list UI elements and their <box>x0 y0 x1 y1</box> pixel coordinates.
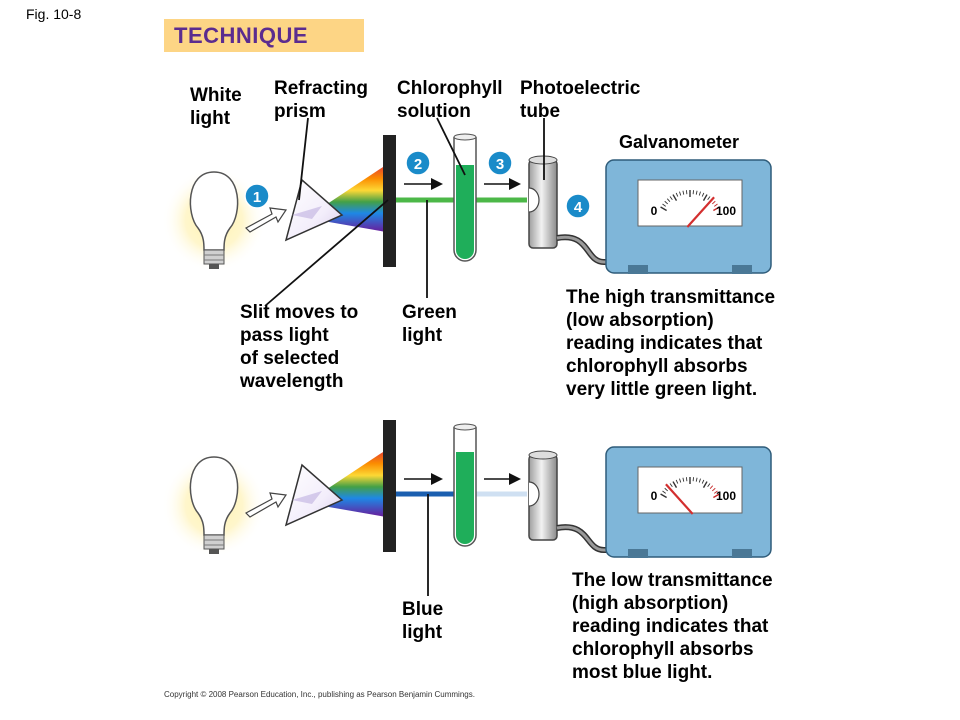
meter-tick <box>666 198 671 203</box>
step-marker-1: 1 <box>244 183 270 209</box>
meter-min-label: 0 <box>651 204 658 218</box>
galvanometer-label: Galvanometer <box>619 132 740 152</box>
photoelectric-tube <box>528 450 558 541</box>
meter-tick <box>702 481 708 488</box>
test-tube <box>453 133 477 262</box>
meter-tick <box>698 478 701 483</box>
bottom-apparatus: 0 100 <box>162 420 772 558</box>
svg-text:1: 1 <box>253 189 261 206</box>
cable <box>556 234 612 265</box>
meter-tick <box>669 483 673 487</box>
meter-tick <box>675 192 679 197</box>
meter-tick <box>711 487 716 492</box>
copyright-notice: Copyright © 2008 Pearson Education, Inc.… <box>164 690 475 699</box>
meter-tick <box>672 194 678 201</box>
light-bulb-icon <box>189 171 239 269</box>
meter-needle <box>686 196 715 228</box>
meter-tick <box>714 490 718 494</box>
meter-tick <box>707 196 711 200</box>
meter-tick <box>709 485 714 490</box>
meter-tick <box>698 191 701 196</box>
meter-tick <box>702 194 708 201</box>
meter-tick <box>660 206 667 212</box>
meter-tick <box>707 483 711 487</box>
white-light-arrow <box>245 207 288 233</box>
meter-tick <box>664 487 669 492</box>
test-tube <box>453 423 477 547</box>
meter-max-label: 100 <box>716 489 736 503</box>
meter-tick <box>682 477 685 482</box>
svg-text:3: 3 <box>496 156 504 173</box>
meter-tick <box>669 196 673 200</box>
blue-light-label: Blue light <box>402 599 444 643</box>
meter-tick <box>695 477 698 482</box>
meter-tick <box>675 479 679 484</box>
meter-needle <box>665 483 694 515</box>
cable <box>556 524 612 553</box>
meter-tick <box>701 192 705 197</box>
meter-tick <box>713 206 720 212</box>
meter-tick <box>695 190 698 195</box>
slit-barrier <box>383 420 396 552</box>
white-light-arrow <box>245 492 288 518</box>
step-marker-4: 4 <box>565 193 591 219</box>
photoelectric-tube-label: Photoelectric tube <box>520 78 641 122</box>
slit-barrier <box>383 135 396 267</box>
meter-tick <box>682 190 685 195</box>
svg-text:2: 2 <box>414 156 422 173</box>
meter-tick <box>679 191 682 196</box>
low-transmittance-caption: The low transmittance (high absorption) … <box>572 570 773 683</box>
step-marker-3: 3 <box>487 150 513 176</box>
step-marker-2: 2 <box>405 150 431 176</box>
slit-label: Slit moves to pass light of selected wav… <box>240 302 359 392</box>
chlorophyll-solution-label: Chlorophyll solution <box>397 78 503 122</box>
technique-banner: TECHNIQUE <box>164 19 364 52</box>
photoelectric-tube <box>528 155 558 249</box>
meter-tick <box>701 479 705 484</box>
meter-tick <box>664 200 669 205</box>
galvanometer: 0 100 <box>605 446 772 558</box>
meter-tick <box>672 481 678 488</box>
leader-lines-top <box>264 117 545 307</box>
meter-tick <box>711 200 716 205</box>
meter-tick <box>662 203 666 207</box>
galvanometer: 0 100 <box>605 159 772 274</box>
refracting-prism-label: Refracting prism <box>274 78 368 122</box>
figure-label: Fig. 10-8 <box>26 6 82 22</box>
meter-tick <box>714 203 718 207</box>
meter-tick <box>713 493 720 499</box>
green-light-label: Green light <box>402 302 457 346</box>
technique-title: TECHNIQUE <box>174 23 309 48</box>
svg-text:4: 4 <box>574 199 583 216</box>
meter-tick <box>679 478 682 483</box>
meter-tick <box>660 493 667 499</box>
meter-tick <box>662 490 666 494</box>
high-transmittance-caption: The high transmittance (low absorption) … <box>566 287 776 400</box>
white-light-label: White light <box>190 85 242 129</box>
top-apparatus: 0 100 <box>162 133 772 274</box>
meter-max-label: 100 <box>716 204 736 218</box>
light-bulb-icon <box>189 456 239 554</box>
meter-min-label: 0 <box>651 489 658 503</box>
